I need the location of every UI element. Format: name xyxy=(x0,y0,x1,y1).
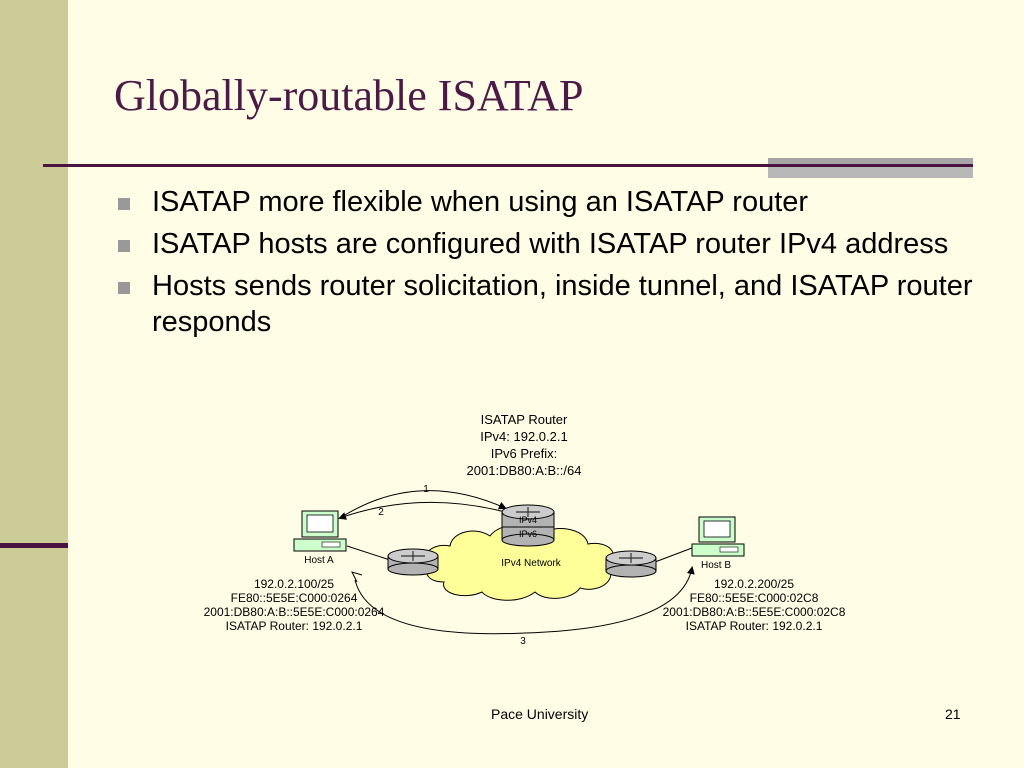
router-info-line: IPv6 Prefix: xyxy=(491,446,557,461)
host-a-info-line: FE80::5E5E:C000:0264 xyxy=(231,591,358,605)
bullet-item: ISATAP hosts are configured with ISATAP … xyxy=(118,226,978,262)
slide-title: Globally-routable ISATAP xyxy=(114,71,584,120)
title-rule-accent xyxy=(768,158,973,164)
router-info: ISATAP Router IPv4: 192.0.2.1 IPv6 Prefi… xyxy=(467,412,582,478)
network-label: IPv4 Network xyxy=(501,558,561,569)
router-info-line: ISATAP Router xyxy=(481,412,568,427)
host-b-label: Host B xyxy=(701,560,731,571)
host-a-info: 192.0.2.100/25 FE80::5E5E:C000:0264 2001… xyxy=(204,577,385,633)
host-b-computer-icon xyxy=(691,516,745,557)
arrow-step-1 xyxy=(344,490,507,516)
bullet-square-icon xyxy=(118,198,130,210)
host-a-computer-icon xyxy=(293,510,347,552)
title-rule xyxy=(43,164,973,167)
host-a-info-line: 192.0.2.100/25 xyxy=(254,577,334,591)
router-ipv6-label: IPv6 xyxy=(519,529,537,539)
step-label-2: 2 xyxy=(378,507,384,518)
link-host-a xyxy=(346,545,391,561)
bullet-item: Hosts sends router solicitation, inside … xyxy=(118,268,978,340)
arrow-step-3-tail-icon xyxy=(351,571,363,583)
router-info-line: IPv4: 192.0.2.1 xyxy=(480,429,567,444)
footer-text: Pace University xyxy=(491,706,589,722)
host-b-info: 192.0.2.200/25 FE80::5E5E:C000:02C8 2001… xyxy=(663,577,846,633)
arrow-step-2 xyxy=(338,501,506,520)
title-rule-accent-lower xyxy=(768,167,973,178)
router-info-line: 2001:DB80:A:B::/64 xyxy=(467,463,582,478)
host-a-info-line: ISATAP Router: 192.0.2.1 xyxy=(226,619,363,633)
bullet-list: ISATAP more flexible when using an ISATA… xyxy=(118,184,978,346)
left-router-icon xyxy=(387,548,439,576)
bullet-item: ISATAP more flexible when using an ISATA… xyxy=(118,184,978,220)
bullet-square-icon xyxy=(118,282,130,294)
page-number: 21 xyxy=(945,706,961,722)
left-band-divider xyxy=(0,543,68,548)
host-a-label: Host A xyxy=(304,555,334,566)
host-b-info-line: 192.0.2.200/25 xyxy=(714,577,794,591)
step-label-3: 3 xyxy=(520,636,526,647)
router-ipv4-label: IPv4 xyxy=(519,515,537,525)
arrow-step-3 xyxy=(354,566,695,635)
step-label-1: 1 xyxy=(423,484,429,495)
bullet-square-icon xyxy=(118,240,130,252)
left-band xyxy=(0,0,68,768)
host-b-info-line: 2001:DB80:A:B::5E5E:C000:02C8 xyxy=(663,605,846,619)
link-host-b xyxy=(654,547,693,563)
right-router-icon xyxy=(605,550,657,578)
isatap-router-icon: IPv4 IPv6 xyxy=(501,504,555,547)
host-b-info-line: FE80::5E5E:C000:02C8 xyxy=(690,591,819,605)
host-b-info-line: ISATAP Router: 192.0.2.1 xyxy=(686,619,823,633)
host-a-info-line: 2001:DB80:A:B::5E5E:C000:0264 xyxy=(204,605,385,619)
